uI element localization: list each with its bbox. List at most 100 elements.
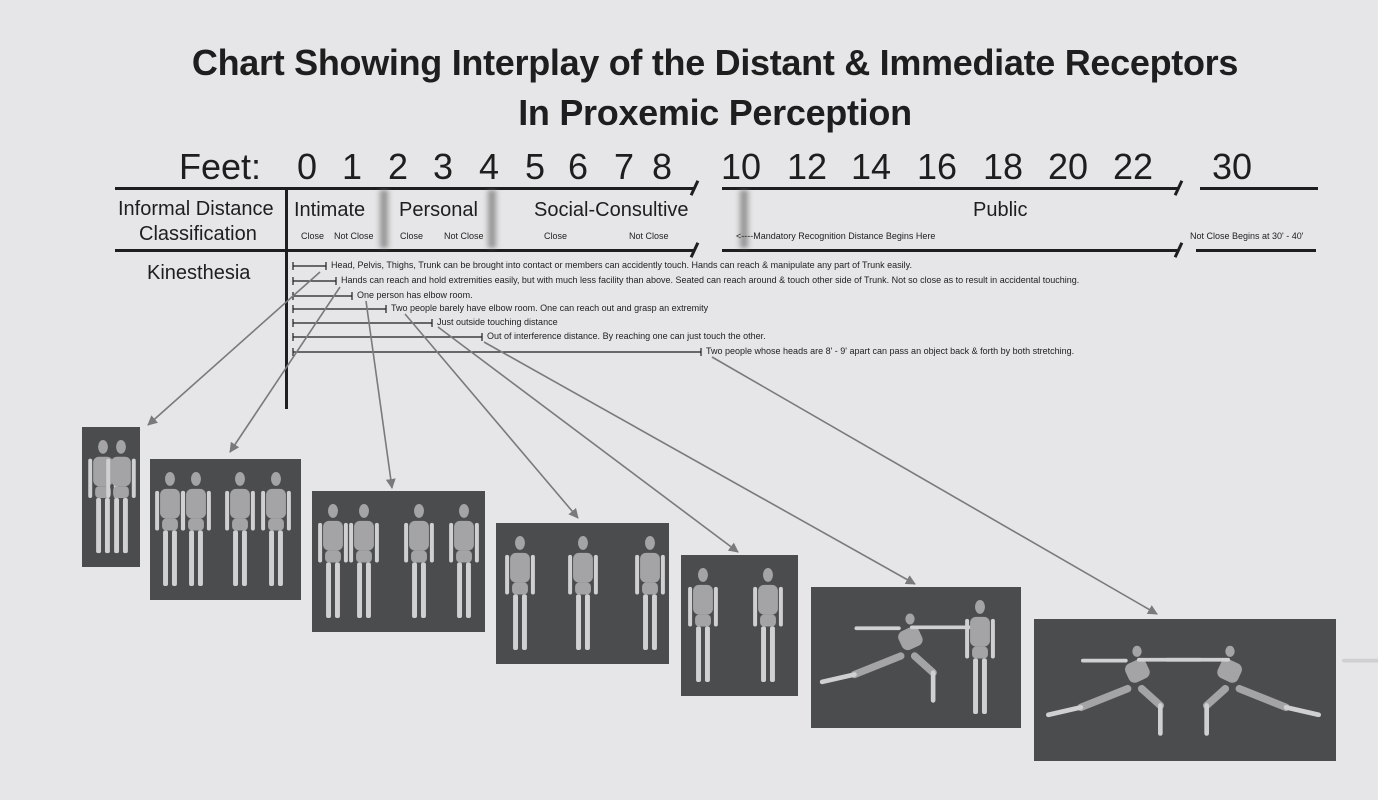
mannequin-part [232, 518, 248, 531]
mannequin-figure [688, 567, 718, 683]
zone-intimate: Intimate [294, 199, 366, 221]
kinesthesia-description: Two people whose heads are 8' - 9' apart… [706, 346, 1075, 356]
mannequin-part [88, 458, 93, 498]
feet-tick-label: 20 [1047, 146, 1089, 187]
mannequin-part [334, 562, 340, 619]
boundary-shade [377, 190, 391, 248]
feet-tick-label: 0 [296, 146, 318, 187]
mandatory-recognition-note: <----Mandatory Recognition Distance Begi… [736, 231, 936, 241]
mannequin-part [688, 586, 693, 627]
feet-tick-label: 14 [850, 146, 892, 187]
mannequin-part [1225, 645, 1235, 657]
pointer-arrow [147, 271, 321, 426]
mannequin-part [1046, 704, 1084, 718]
mannequin-part [225, 490, 230, 531]
mannequin-part [640, 552, 660, 583]
far-distance-note: Not Close Begins at 30' - 40' [1190, 231, 1304, 241]
mannequin-part [763, 567, 773, 582]
mannequin-part [635, 554, 640, 595]
mannequin-part [162, 518, 178, 531]
mannequin-part [277, 530, 283, 587]
mannequin-part [1164, 657, 1230, 662]
mannequin-part [266, 488, 286, 519]
mannequin-part [515, 535, 525, 550]
feet-label: Feet: [179, 146, 262, 187]
mannequin-part [704, 626, 710, 683]
mannequin-figure [965, 599, 995, 715]
mannequin-part [116, 439, 126, 454]
pointer-arrow [711, 356, 1158, 615]
mannequin-part [250, 490, 255, 531]
mannequin-part [512, 582, 528, 595]
mannequin-part [454, 520, 474, 551]
mannequin-part [1217, 658, 1242, 683]
pointer-arrow [229, 286, 341, 453]
mannequin-part [1132, 645, 1142, 657]
pointer-arrow [404, 313, 579, 519]
mannequin-part [323, 520, 343, 551]
feet-tick-label: 7 [613, 146, 635, 187]
mannequin-part [206, 490, 211, 531]
mannequin-part [111, 456, 131, 487]
boundary-shade [485, 190, 499, 248]
mannequin-part [972, 646, 988, 659]
mannequin-part [374, 522, 379, 563]
sub-not-close: Not Close [629, 231, 669, 241]
mannequin-figure [181, 471, 211, 587]
mannequin-figure [349, 503, 379, 619]
kinesthesia-description: Head, Pelvis, Thighs, Trunk can be broug… [331, 260, 912, 270]
mannequin-part [905, 613, 915, 625]
mannequin-part [268, 518, 284, 531]
mid-rule-left [115, 249, 695, 252]
mannequin-part [271, 471, 281, 486]
zone-personal: Personal [399, 199, 478, 221]
mannequin-figure [635, 535, 665, 651]
mannequin-part [233, 530, 239, 587]
mannequin-part [593, 554, 598, 595]
sub-close: Close [301, 231, 325, 241]
top-rule-right [1200, 187, 1318, 190]
top-rule-left [115, 187, 695, 190]
mid-rule-right [1196, 249, 1316, 252]
feet-tick-label: 5 [524, 146, 546, 187]
mannequin-part [1283, 704, 1321, 718]
pointer-arrow [483, 341, 916, 585]
mannequin-part [465, 562, 471, 619]
mannequin-part [449, 522, 454, 563]
sub-not-close: Not Close [334, 231, 374, 241]
mannequin-part [98, 439, 108, 454]
mannequin-part [642, 582, 658, 595]
mannequin-part [414, 503, 424, 518]
feet-tick-label: 22 [1112, 146, 1154, 187]
mannequin-figure [261, 471, 291, 587]
mannequin-figure [819, 613, 975, 703]
feet-tick-label: 4 [478, 146, 500, 187]
feet-tick-label: 16 [916, 146, 958, 187]
mannequin-part [122, 498, 128, 554]
mannequin-part [850, 652, 905, 679]
mannequin-part [568, 554, 573, 595]
mannequin-part [578, 535, 588, 550]
mannequin-part [171, 530, 177, 587]
mannequin-part [530, 554, 535, 595]
mannequin-part [1342, 658, 1378, 663]
mannequin-part [584, 594, 590, 651]
mannequin-part [513, 594, 519, 651]
mannequin-part [456, 550, 472, 563]
mannequin-part [975, 599, 985, 614]
mannequin-part [973, 658, 979, 715]
mannequin-part [981, 658, 987, 715]
mannequin-part [325, 550, 341, 563]
mannequin-part [197, 530, 203, 587]
sub-close: Close [544, 231, 568, 241]
mannequin-part [713, 586, 718, 627]
mannequin-part [760, 614, 776, 627]
chart-title-line-2: In Proxemic Perception [518, 92, 912, 133]
mannequin-part [318, 522, 323, 563]
boundary-shade [737, 190, 751, 248]
mannequin-part [573, 552, 593, 583]
mannequin-figure [106, 439, 136, 554]
sub-close: Close [400, 231, 424, 241]
sub-not-close: Not Close [444, 231, 484, 241]
